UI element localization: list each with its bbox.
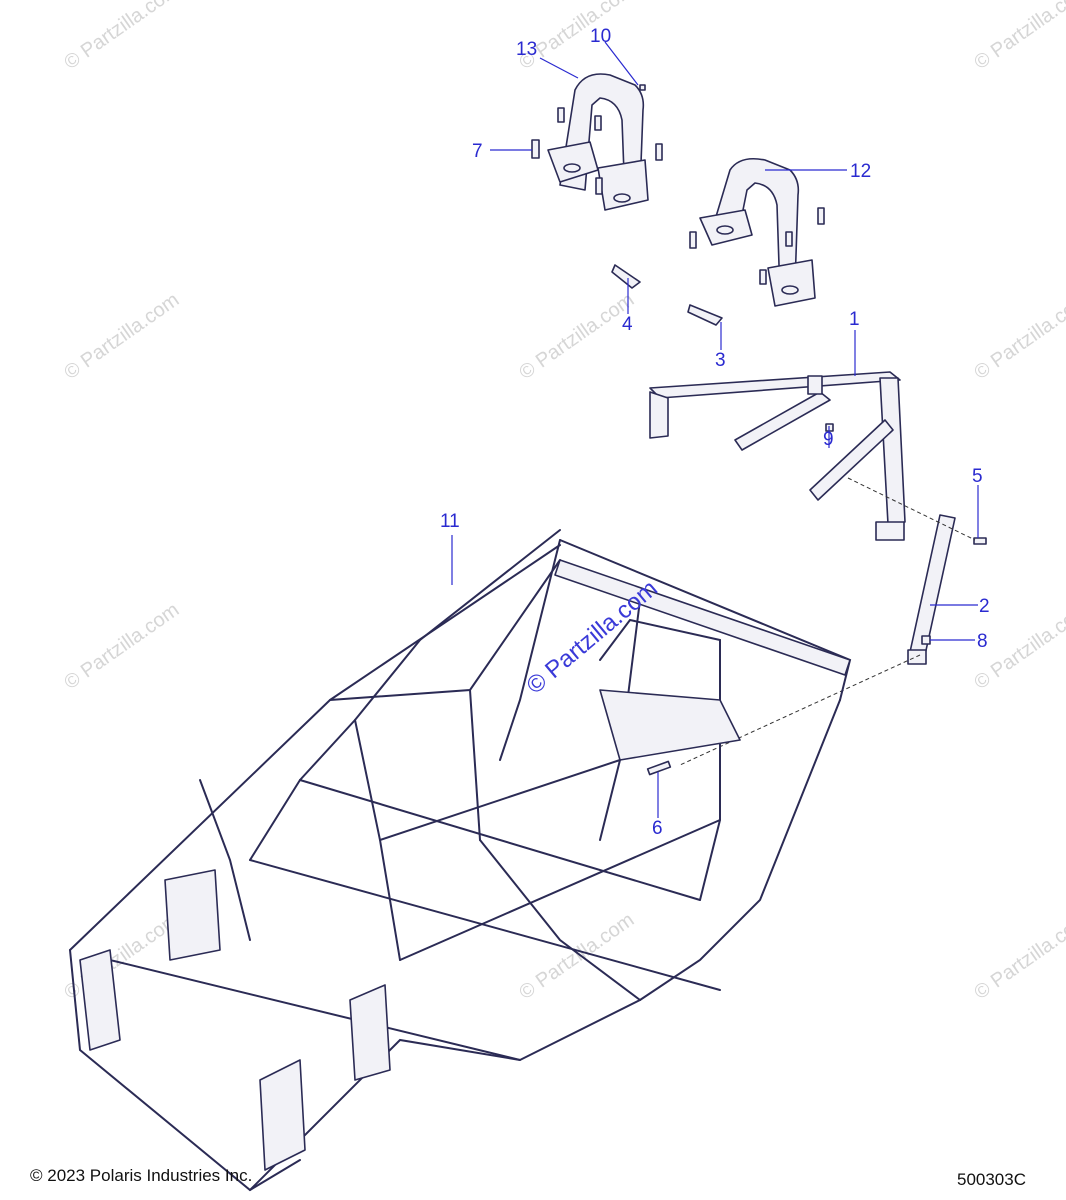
watermark-center: © Partzilla.com [522,575,663,700]
grab-handle-rear [699,157,816,307]
watermark: © Partzilla.com [970,909,1066,1004]
watermark: © Partzilla.com [970,0,1066,74]
callout-2: 2 [979,596,990,617]
main-frame [69,529,852,1192]
watermark: © Partzilla.com [515,289,638,384]
watermark: © Partzilla.com [60,0,183,74]
nut [921,635,931,645]
watermark: © Partzilla.com [60,289,183,384]
leader-lines [451,41,979,818]
callout-8: 8 [977,631,988,652]
callout-11: 11 [440,511,460,532]
bolt [646,760,672,776]
callout-10: 10 [590,26,611,47]
bolt-set [531,84,825,285]
bracket-clips [611,264,723,326]
watermark: © Partzilla.com [60,599,183,694]
callout-13: 13 [516,39,537,60]
bolt [973,537,987,545]
copyright-notice: © 2023 Polaris Industries Inc. [30,1166,253,1185]
grab-handle-front [547,73,649,211]
callout-12: 12 [850,161,871,182]
callout-6: 6 [652,818,663,839]
watermark: © Partzilla.com [515,0,638,74]
watermark: © Partzilla.com [970,289,1066,384]
assembly-line [847,477,976,541]
callout-7: 7 [472,141,483,162]
callout-4: 4 [622,314,633,335]
watermark: © Partzilla.com [515,909,638,1004]
callout-3: 3 [715,350,726,371]
callout-5: 5 [972,466,983,487]
callout-1: 1 [849,309,860,330]
callout-9: 9 [823,429,834,450]
drawing-number: 500303C [956,1170,1026,1189]
callout-labels: 1 2 3 4 5 6 7 8 9 10 11 12 13 [440,26,990,839]
cargo-frame-upper [649,371,906,541]
support-strut [907,514,956,665]
watermark: © Partzilla.com [60,909,183,1004]
